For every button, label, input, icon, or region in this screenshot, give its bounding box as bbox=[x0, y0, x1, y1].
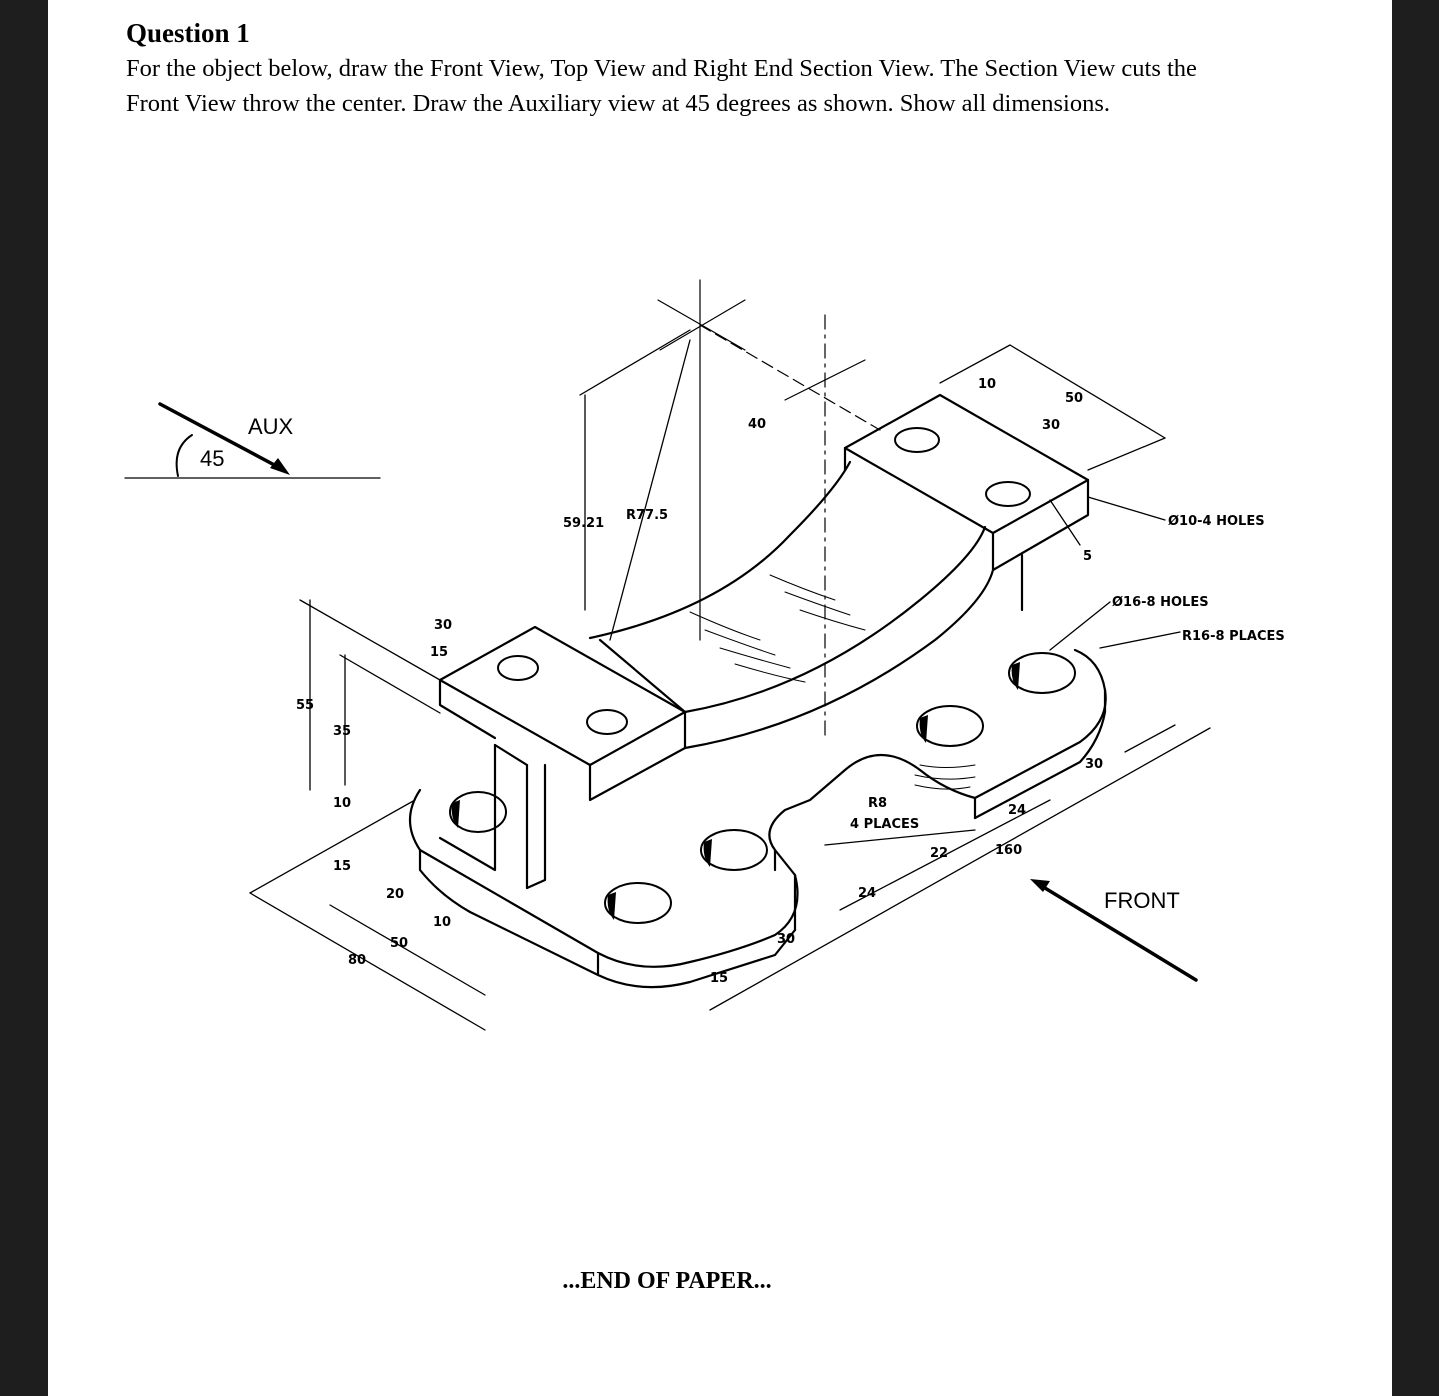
question-body: For the object below, draw the Front Vie… bbox=[126, 52, 1316, 121]
isometric-drawing: AUX 45 FRONT 10 50 30 40 59.21 R77.5 Ø10… bbox=[124, 279, 1285, 1031]
end-of-paper: ...END OF PAPER... bbox=[48, 1268, 1392, 1295]
center-lines bbox=[657, 279, 881, 741]
dim-30-right: 30 bbox=[1085, 757, 1103, 772]
dim-35: 35 bbox=[333, 724, 351, 739]
end-of-paper-text: ...END OF PAPER... bbox=[562, 1268, 772, 1294]
dimension-lines bbox=[249, 329, 1211, 1031]
dim-55: 55 bbox=[296, 698, 314, 713]
question-title: Question 1 bbox=[126, 18, 250, 48]
aux-angle-symbol bbox=[124, 402, 381, 479]
center-web bbox=[438, 743, 547, 890]
dim-r77-5: R77.5 bbox=[626, 508, 668, 523]
dim-5: 5 bbox=[1083, 549, 1092, 564]
question-line-1: For the object below, draw the Front Vie… bbox=[126, 55, 1197, 82]
saddle-surface bbox=[588, 460, 995, 750]
hole-shadows bbox=[451, 662, 1020, 920]
dim-15-bottom: 15 bbox=[333, 859, 351, 874]
dim-24-right: 24 bbox=[1008, 803, 1026, 818]
dim-r8-places: 4 PLACES bbox=[850, 817, 919, 832]
dim-30-bottom: 30 bbox=[777, 932, 795, 947]
dim-30-left: 30 bbox=[434, 618, 452, 633]
dim-59-21: 59.21 bbox=[563, 516, 604, 531]
dim-10-top: 10 bbox=[978, 377, 996, 392]
dim-160: 160 bbox=[995, 843, 1022, 858]
saddle-shading bbox=[689, 574, 976, 790]
dim-50-bottom: 50 bbox=[390, 936, 408, 951]
dim-hole-16: Ø16-8 HOLES bbox=[1112, 595, 1209, 610]
dim-22: 22 bbox=[930, 846, 948, 861]
dim-24-bottom: 24 bbox=[858, 886, 876, 901]
dim-15-left: 15 bbox=[430, 645, 448, 660]
dim-10-bottom: 10 bbox=[433, 915, 451, 930]
aux-angle-value: 45 bbox=[200, 446, 224, 471]
dim-hole-10: Ø10-4 HOLES bbox=[1168, 514, 1265, 529]
question-line-2: Front View throw the center. Draw the Au… bbox=[126, 89, 1111, 117]
viewer-left-margin bbox=[0, 0, 48, 1396]
dim-10-left: 10 bbox=[333, 796, 351, 811]
left-block bbox=[438, 625, 687, 802]
holes bbox=[449, 427, 1076, 924]
viewer-right-margin bbox=[1392, 0, 1439, 1396]
base-plate bbox=[409, 648, 1107, 989]
dim-r16: R16-8 PLACES bbox=[1182, 629, 1285, 644]
dim-15-base: 15 bbox=[710, 971, 728, 986]
front-arrow bbox=[1030, 879, 1198, 982]
dim-50-top: 50 bbox=[1065, 391, 1083, 406]
dim-r8: R8 bbox=[868, 796, 887, 811]
document-page: Question 1 For the object below, draw th… bbox=[48, 0, 1392, 1396]
dim-40: 40 bbox=[748, 417, 766, 432]
aux-label: AUX bbox=[248, 414, 294, 439]
front-label: FRONT bbox=[1104, 888, 1180, 913]
dim-80: 80 bbox=[348, 953, 366, 968]
dim-30-top: 30 bbox=[1042, 418, 1060, 433]
dim-20: 20 bbox=[386, 887, 404, 902]
